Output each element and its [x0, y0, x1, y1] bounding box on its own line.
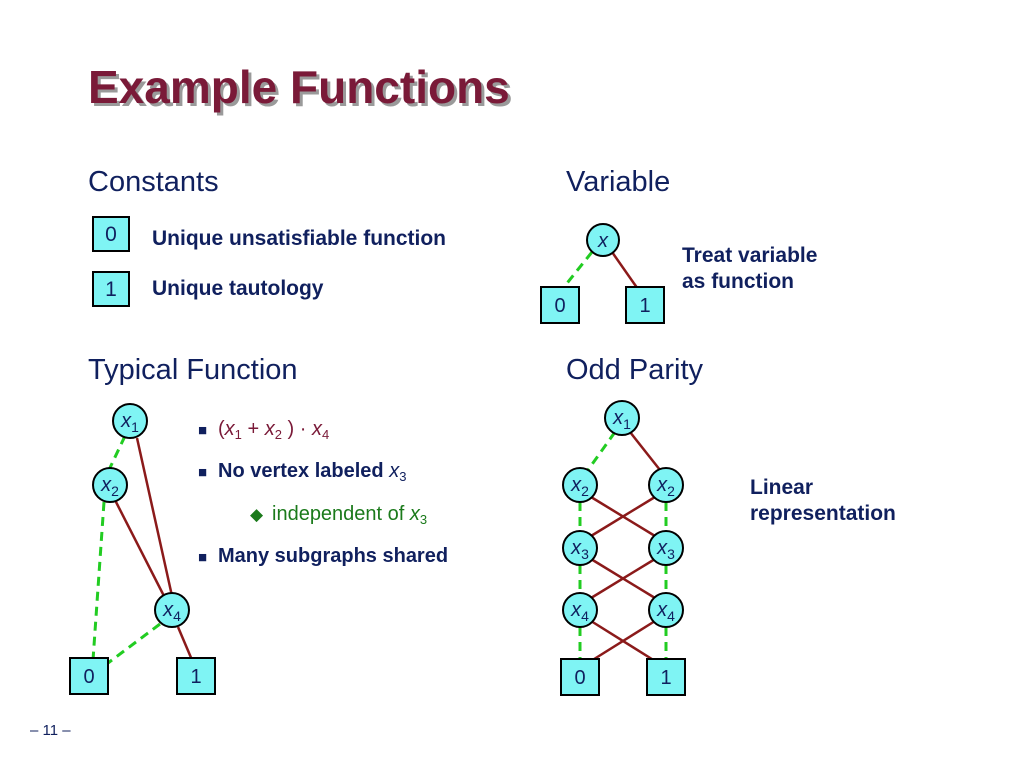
- x4-high-edge: [176, 626, 194, 661]
- parity-node-x2-left-label: x2: [570, 474, 589, 499]
- variable-terminal-0-label: 0: [554, 295, 565, 317]
- variable-terminal-1-label: 1: [639, 295, 650, 317]
- variable-terminal-0: [540, 286, 580, 324]
- variable-terminal-1: [625, 286, 665, 324]
- bullet-subgraphs-shared: ■Many subgraphs shared: [198, 545, 449, 567]
- typical-function-bdd: x1 x2 x4 0 1: [69, 403, 216, 695]
- constants-heading: Constants: [88, 166, 219, 198]
- typical-function-heading: Typical Function: [88, 354, 298, 386]
- sub-bullet-independent: ◆independent of x3: [250, 503, 428, 527]
- parity-x1-high-edge: [629, 431, 661, 471]
- variable-bdd: x 0 1: [540, 223, 665, 324]
- x1-high-edge: [135, 437, 174, 597]
- odd-parity-bdd: x1 x2 x2 x3 x3 x4 x4 0 1: [560, 400, 686, 696]
- odd-parity-heading: Odd Parity: [566, 354, 703, 386]
- variable-description: Treat variable as function: [682, 244, 818, 293]
- constant-zero-description: Unique unsatisfiable function: [152, 227, 447, 250]
- variable-node-x: [586, 223, 620, 257]
- variable-high-edge: [610, 251, 642, 293]
- parity-x1-low-edge: [586, 431, 617, 471]
- typical-terminal-1: [176, 657, 216, 695]
- x1-low-edge: [106, 435, 127, 473]
- typical-node-x4: [154, 592, 190, 628]
- slide-title: Example Functions: [88, 61, 510, 113]
- x2-low-edge: [91, 501, 106, 661]
- parity-node-x1-label: x1: [612, 407, 631, 432]
- constant-zero-box: 0: [92, 216, 130, 252]
- typical-node-x4-label: x4: [162, 599, 181, 624]
- parity-node-x4-left: [562, 592, 598, 628]
- parity-node-x4-left-label: x4: [570, 599, 589, 624]
- variable-node-x-label: x: [597, 230, 609, 252]
- parity-terminal-0: [560, 658, 600, 696]
- x4-low-edge: [107, 622, 161, 665]
- parity-node-x3-right: [648, 530, 684, 566]
- typical-terminal-0-label: 0: [83, 666, 94, 688]
- typical-terminal-1-label: 1: [190, 666, 201, 688]
- parity-node-x3-left: [562, 530, 598, 566]
- parity-terminal-1: [646, 658, 686, 696]
- parity-x2r-high-edge: [590, 495, 656, 538]
- square-bullet-icon: ■: [198, 464, 208, 481]
- constant-one-box: 1: [92, 271, 130, 307]
- parity-node-x1: [604, 400, 640, 436]
- square-bullet-icon: ■: [198, 549, 208, 566]
- x2-high-edge: [113, 499, 167, 599]
- parity-node-x4-right: [648, 592, 684, 628]
- parity-node-x3-left-label: x3: [570, 537, 589, 562]
- formula-text: (x1 + x2 ) · x4: [218, 418, 330, 442]
- bullet-formula: ■ (x1 + x2 ) · x4: [198, 418, 329, 442]
- parity-description: Linear representation: [750, 476, 896, 525]
- parity-x3r-high-edge: [590, 557, 656, 600]
- parity-terminal-0-label: 0: [574, 667, 585, 689]
- diamond-bullet-icon: ◆: [250, 505, 264, 524]
- typical-node-x1-label: x1: [120, 410, 139, 435]
- typical-terminal-0: [69, 657, 109, 695]
- parity-node-x3-right-label: x3: [656, 537, 675, 562]
- parity-x4r-high-edge: [590, 619, 656, 663]
- bullet-no-vertex: ■No vertex labeled x3: [198, 460, 407, 484]
- variable-low-edge: [558, 251, 594, 293]
- parity-terminal-1-label: 1: [660, 667, 671, 689]
- constant-one-description: Unique tautology: [152, 277, 324, 300]
- square-bullet-icon: ■: [198, 422, 208, 439]
- parity-node-x2-right-label: x2: [656, 474, 675, 499]
- typical-node-x1: [112, 403, 148, 439]
- typical-node-x2: [92, 467, 128, 503]
- page-number: – 11 –: [30, 722, 71, 739]
- parity-node-x4-right-label: x4: [656, 599, 675, 624]
- parity-node-x2-left: [562, 467, 598, 503]
- typical-node-x2-label: x2: [100, 474, 119, 499]
- parity-node-x2-right: [648, 467, 684, 503]
- variable-heading: Variable: [566, 166, 671, 198]
